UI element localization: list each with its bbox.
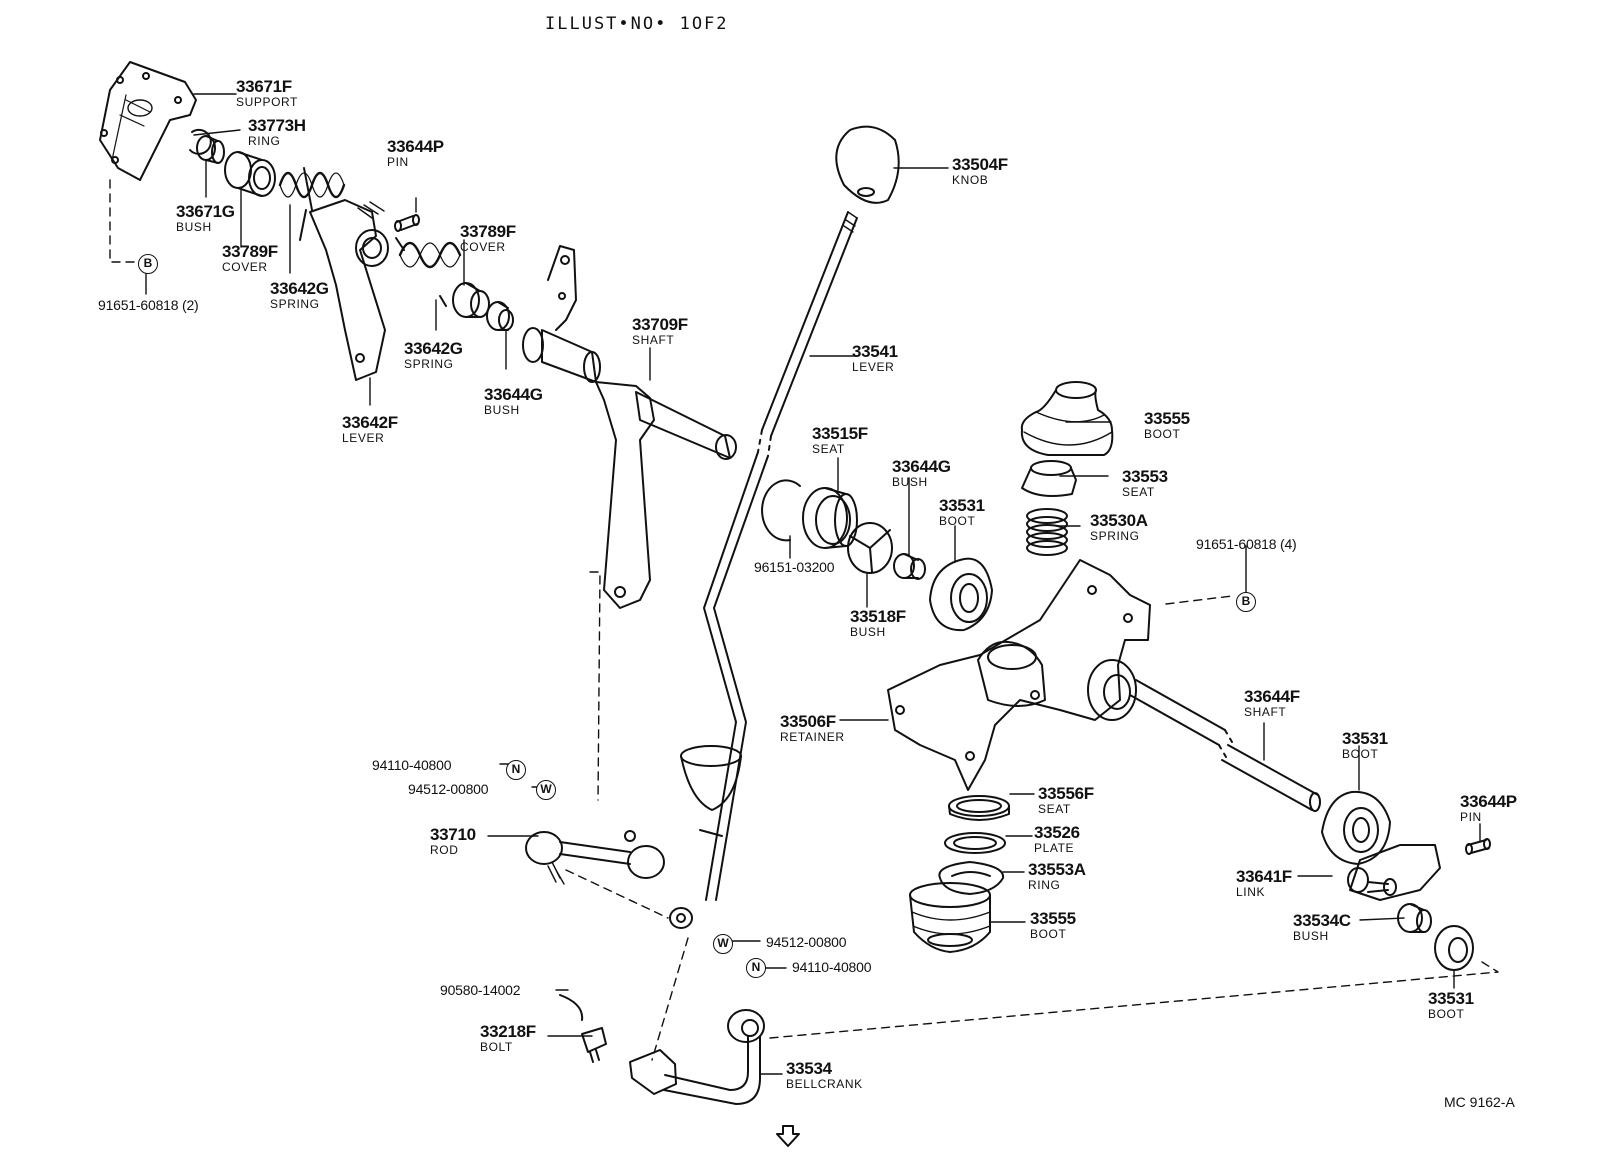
cover-cylinder-2 (453, 283, 489, 317)
cover-cylinder (225, 152, 275, 196)
washer-symbol-upper: W (536, 780, 556, 800)
lever-arm-1 (310, 200, 388, 380)
seat-flat (949, 796, 1009, 820)
boot-small-right (1435, 926, 1473, 970)
boot-upper (1022, 382, 1113, 455)
bolt-small (560, 995, 606, 1062)
coil-spring (1027, 509, 1067, 555)
wire-ring (939, 862, 1003, 894)
leader-lines (146, 94, 1480, 1074)
seat-ring (803, 488, 857, 548)
assembly-dashed-lines (110, 180, 1498, 1060)
plate-ring (945, 833, 1005, 853)
bellcrank (630, 1010, 764, 1104)
ref-number: 90580-14002 (440, 982, 521, 998)
support-bracket (100, 62, 196, 180)
ref-number: 94110-40800 (792, 959, 872, 975)
bolt-symbol-right: B (1236, 592, 1256, 612)
nut-symbol-upper: N (506, 760, 526, 780)
shift-lever-rod (670, 212, 857, 928)
ball-bush (848, 523, 892, 573)
snap-ring-small (190, 130, 211, 154)
boot-round (930, 559, 992, 631)
bush-small-2 (894, 554, 925, 579)
ref-number: 94110-40800 (372, 757, 452, 773)
illustration-number: ILLUST•NO• 1OF2 (545, 14, 729, 34)
washer-symbol-lower: W (713, 934, 733, 954)
cross-shaft (1130, 680, 1320, 811)
ref-number: 91651-60818 (4) (1196, 536, 1297, 552)
boot-lower (910, 883, 990, 952)
pin-small-2 (1466, 839, 1490, 854)
bolt-symbol-left: B (138, 254, 158, 274)
shaft-lever-upper (523, 246, 600, 382)
shift-knob (836, 127, 898, 203)
seat-cap (1022, 461, 1076, 496)
torsion-spring-1 (280, 168, 344, 240)
snap-ring-large (762, 480, 800, 540)
figure-code: MC 9162-A (1444, 1094, 1515, 1110)
link-arm (1348, 845, 1440, 900)
ref-number: 94512-00800 (408, 781, 489, 797)
rod (526, 831, 664, 884)
nut-symbol-lower: N (746, 958, 766, 978)
torsion-spring-2 (396, 238, 460, 306)
shaft-lever-lower (596, 382, 736, 608)
ref-number: 91651-60818 (2) (98, 297, 199, 313)
bush-cylinder (487, 302, 513, 330)
ref-number: 96151-03200 (754, 559, 835, 575)
down-arrow-icon[interactable] (775, 1124, 801, 1148)
bush-right (1398, 904, 1431, 932)
retainer-bracket (888, 560, 1150, 790)
pin-small-1 (395, 215, 419, 231)
ref-number: 94512-00800 (766, 934, 847, 950)
